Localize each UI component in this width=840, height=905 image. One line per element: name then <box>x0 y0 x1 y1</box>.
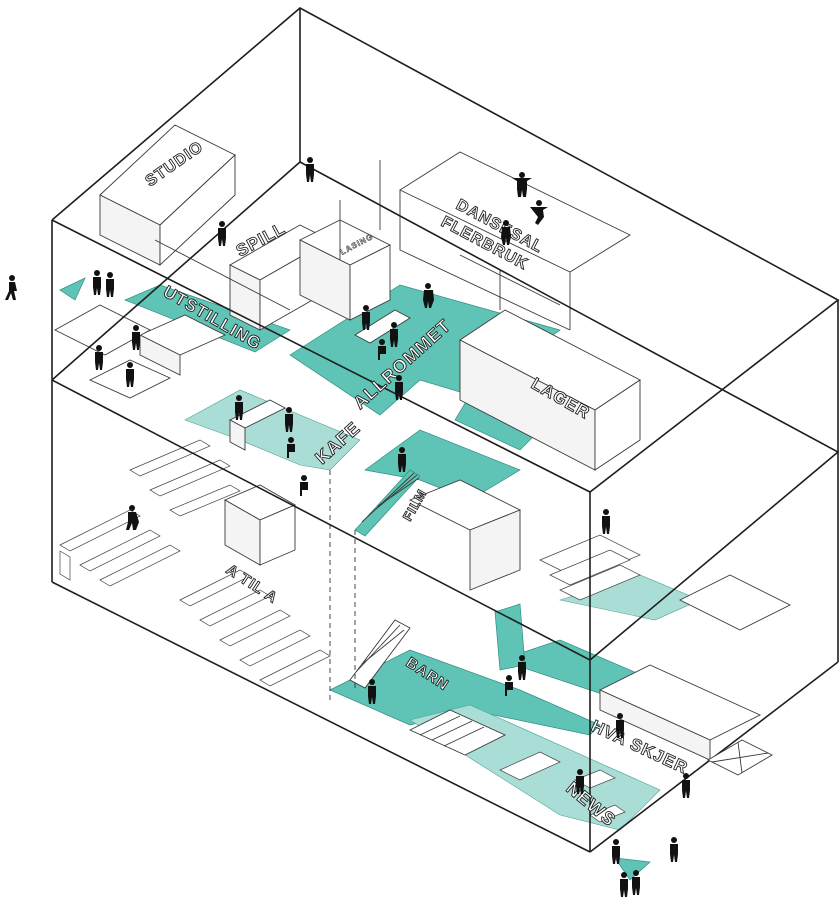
person-figure <box>300 475 308 496</box>
person-figure <box>235 395 243 420</box>
barn-step-2 <box>431 720 473 741</box>
entrance-mat <box>707 739 773 776</box>
main-stair <box>329 469 421 700</box>
barn-steps <box>408 709 507 756</box>
ground-floor-rooms <box>59 439 792 823</box>
person-figure <box>505 675 513 696</box>
person-figure <box>368 679 376 704</box>
arrow-marker-entrance <box>614 857 651 881</box>
dansesal-floor <box>399 151 631 273</box>
partition-4 <box>459 254 561 306</box>
stair-step-1 <box>355 624 401 673</box>
person-figure <box>378 339 386 360</box>
news-shelf-1 <box>499 751 561 781</box>
person-figure <box>126 505 139 530</box>
person-figure <box>95 345 103 370</box>
person-figure <box>218 221 226 246</box>
lager-side <box>594 379 641 471</box>
barn-step-3 <box>443 726 485 747</box>
utstilling-block-front <box>139 334 181 376</box>
workstations <box>678 574 792 631</box>
stair-step-2 <box>361 629 405 665</box>
lasing-wall-side <box>349 244 391 321</box>
person-figure <box>132 325 140 350</box>
person-figure <box>5 275 17 300</box>
upper-floor-zones <box>124 284 561 501</box>
person-figure <box>518 655 526 680</box>
person-figure <box>632 870 640 895</box>
person-figure <box>93 270 101 295</box>
base-front-left <box>51 581 591 853</box>
central-box-side <box>259 504 296 566</box>
news-shelf-2 <box>574 769 616 789</box>
person-figure <box>620 872 628 897</box>
allrommet-table <box>354 309 411 344</box>
person-figure <box>285 407 293 432</box>
left-room-top <box>54 304 151 356</box>
dansesal-wall <box>399 190 571 331</box>
person-figure <box>395 375 403 400</box>
studio-wall-side <box>159 153 236 267</box>
person-figure <box>306 157 314 182</box>
person-figure <box>682 773 690 798</box>
person-figure <box>576 769 584 794</box>
person-figure <box>398 447 406 472</box>
person-figure <box>612 839 620 864</box>
upper-floor-rooms <box>54 124 641 471</box>
person-figure <box>106 272 114 297</box>
person-figure <box>423 283 434 308</box>
person-figure <box>362 305 370 330</box>
people-figures <box>5 157 690 897</box>
person-figure <box>670 837 678 862</box>
person-figure <box>602 509 610 534</box>
person-figure <box>530 200 548 225</box>
person-figure <box>501 220 511 245</box>
bookshelves-left <box>59 439 331 687</box>
person-figure <box>512 172 532 197</box>
person-figure <box>616 713 624 738</box>
partition-1 <box>154 239 291 311</box>
news-shelf-3 <box>589 804 626 823</box>
kafe-counter-front <box>229 419 246 451</box>
arrow-marker-left <box>59 277 86 301</box>
film-room-side <box>469 509 521 591</box>
person-figure <box>390 322 398 347</box>
person-figure <box>287 437 295 458</box>
person-figure <box>126 362 134 387</box>
barn-step-1 <box>419 715 461 736</box>
